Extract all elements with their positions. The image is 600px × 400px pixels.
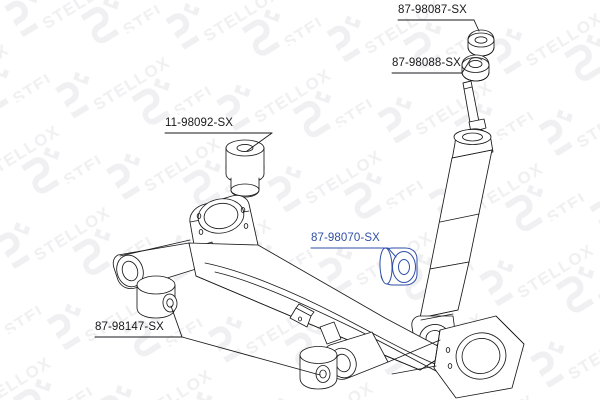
callout-label-87-98088[interactable]: 87-98088-SX: [392, 57, 461, 69]
callout-label-87-98087[interactable]: 87-98087-SX: [398, 4, 467, 16]
callout-label-87-98070[interactable]: 87-98070-SX: [311, 232, 380, 244]
callout-label-11-98092[interactable]: 11-98092-SX: [165, 117, 234, 129]
callout-label-87-98147[interactable]: 87-98147-SX: [95, 321, 164, 333]
